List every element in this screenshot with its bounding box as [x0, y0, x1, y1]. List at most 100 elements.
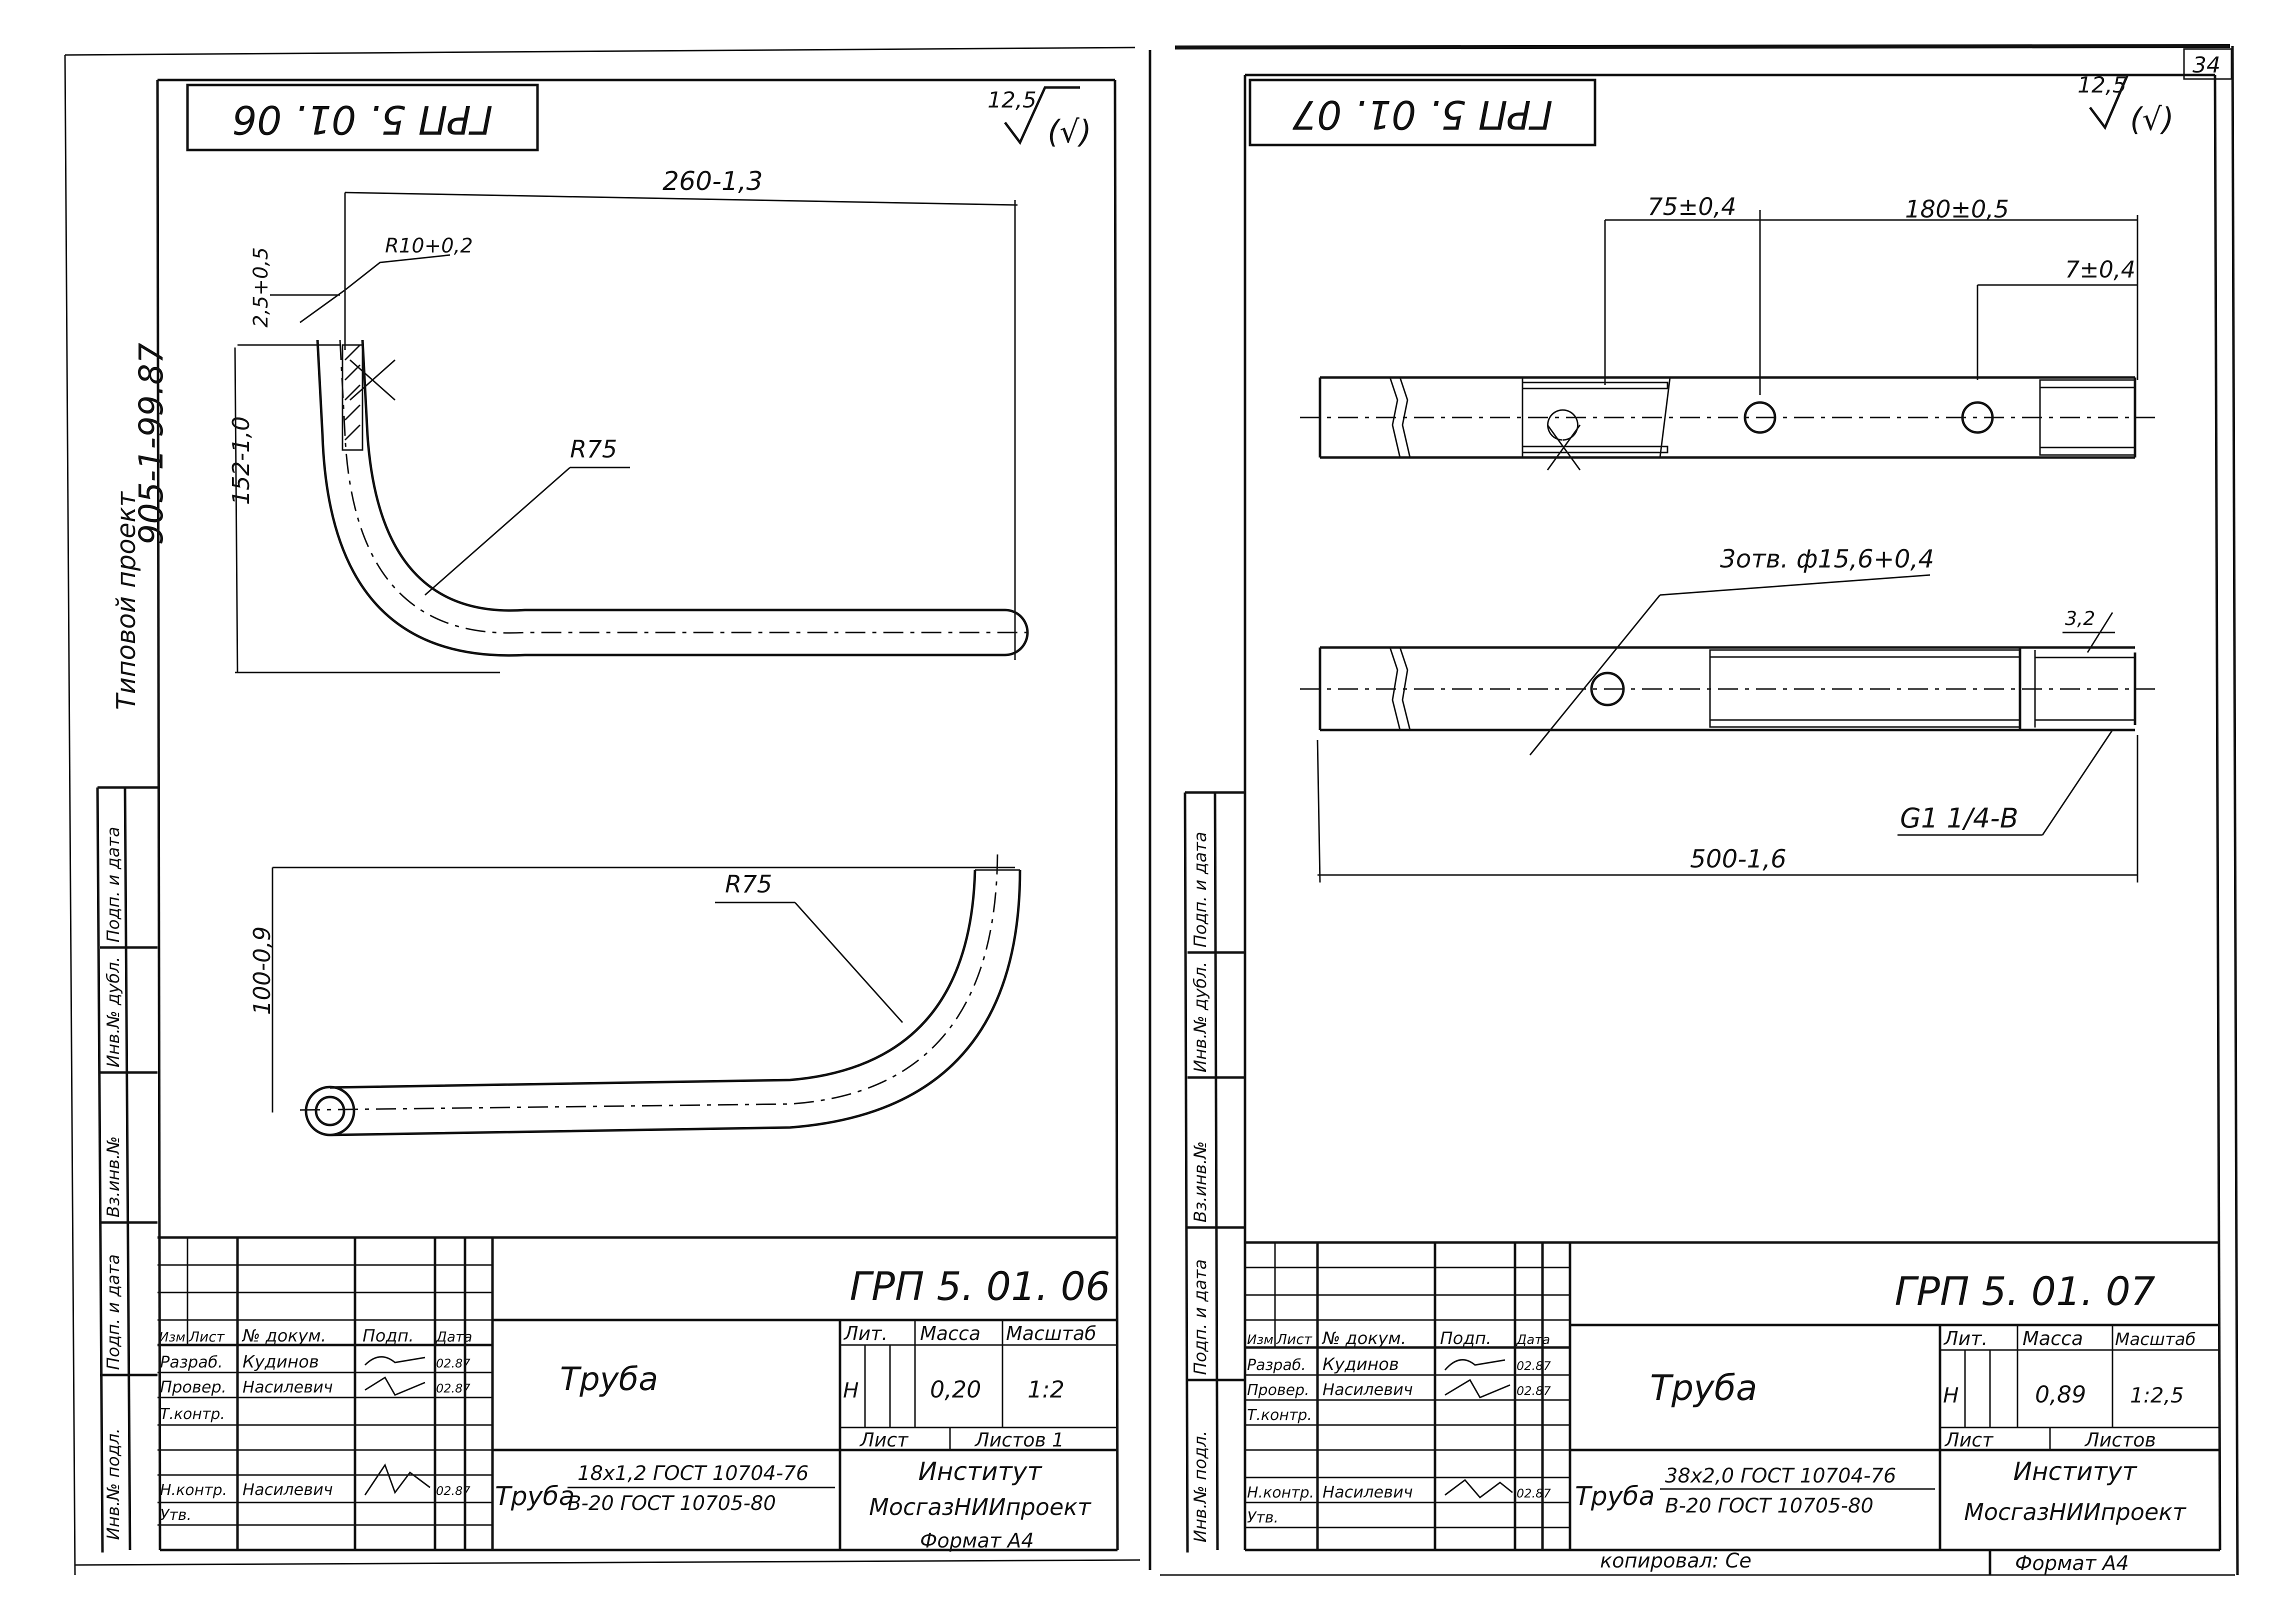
- tb-left-role-5: Утв.: [160, 1506, 192, 1524]
- tb-right-sheet-label: Лист: [1944, 1429, 1994, 1451]
- bent-tube-view-2: 100-0,9 R75: [248, 850, 1022, 1136]
- signature-left-3: [364, 1463, 430, 1496]
- signature-right-2: [1444, 1378, 1510, 1398]
- tb-right-col-izm: Изм: [1247, 1332, 1274, 1348]
- tb-left-org-2: МосгазНИИпроект: [869, 1494, 1092, 1520]
- tb-right-role-5: Утв.: [1247, 1509, 1278, 1526]
- dim-bend-radius-75-b: R75: [725, 870, 772, 898]
- signature-left-1: [364, 1356, 426, 1366]
- sidebar-right-col-2: Подп. и дата: [1190, 1259, 1210, 1375]
- tb-right-role-4: Н.контр.: [1247, 1484, 1314, 1502]
- tb-left-date-1: 02.87: [436, 1356, 470, 1370]
- tb-right-name-1: Кудинов: [1322, 1354, 1399, 1374]
- tb-left-material-prefix: Труба: [495, 1482, 574, 1512]
- dim-holes: 3отв. ф15,6+0,4: [1720, 544, 1934, 574]
- tb-left-sheets-label: Листов 1: [974, 1429, 1064, 1451]
- tb-right-name-2: Насилевич: [1322, 1380, 1413, 1399]
- tb-left-col-doc: № докум.: [242, 1326, 326, 1346]
- tb-right-col-sign: Подп.: [1440, 1328, 1492, 1348]
- tb-right-material-2: В-20 ГОСТ 10705-80: [1665, 1494, 1874, 1518]
- sidebar-left-col-4: Инв.№ дубл.: [104, 956, 124, 1068]
- roughness-symbol-left: 12,5 (√): [988, 86, 1092, 150]
- signature-left-2: [364, 1376, 426, 1396]
- dim-hole-spacing-75: 75±0,4: [1648, 193, 1736, 221]
- straight-tube-view-2: 3отв. ф15,6+0,4 3,2 G1 1/4-В 500-1,6: [1300, 544, 2155, 883]
- dim-bend-radius-75-a: R75: [570, 436, 617, 464]
- tb-right-org-1: Институт: [2013, 1457, 2138, 1486]
- right-sidebar: Инв.№ подл. Подп. и дата Вз.инв.№ Инв.№ …: [1184, 791, 1245, 1553]
- tb-left-scale-header: Масштаб: [1006, 1322, 1096, 1344]
- tb-right-date-2: 02.87: [1516, 1384, 1551, 1398]
- tb-right-lit-header: Лит.: [1943, 1328, 1988, 1350]
- tb-left-role-4: Н.контр.: [160, 1482, 227, 1499]
- tb-right-role-3: Т.контр.: [1247, 1406, 1312, 1424]
- project-label: Типовой проект: [112, 491, 142, 710]
- tb-left-lit-value: Н: [843, 1378, 859, 1402]
- tb-left-col-date: Дата: [435, 1328, 472, 1345]
- tb-right-date-1: 02.87: [1516, 1359, 1551, 1373]
- left-sidebar: Инв.№ подл. Подп. и дата Вз.инв.№ Инв.№ …: [96, 342, 170, 1553]
- dim-length-500: 500-1,6: [1690, 844, 1786, 874]
- tb-right-sheets-label: Листов: [2084, 1429, 2156, 1451]
- dim-offset: 2,5+0,5: [250, 247, 272, 328]
- tb-left-format: Формат А4: [920, 1530, 1034, 1552]
- tb-right-role-1: Разраб.: [1247, 1356, 1306, 1374]
- tb-left-org-1: Институт: [918, 1457, 1042, 1486]
- tb-right-role-2: Провер.: [1247, 1382, 1310, 1399]
- title-block-left: Изм Лист № докум. Подп. Дата Разраб. Куд…: [158, 1236, 1118, 1552]
- tb-right-material-prefix: Труба: [1575, 1482, 1654, 1512]
- tb-right-material-1: 38х2,0 ГОСТ 10704-76: [1665, 1464, 1896, 1488]
- left-sheet: ГРП 5. 01. 06 12,5 (√) 260-1,3: [96, 78, 1119, 1553]
- tb-right-org-2: МосгазНИИпроект: [1964, 1498, 2186, 1526]
- tb-left-material-1: 18х1,2 ГОСТ 10704-76: [578, 1462, 808, 1485]
- svg-text:(√): (√): [2130, 101, 2174, 138]
- tb-left-lit-header: Лит.: [843, 1322, 888, 1344]
- tb-right-col-doc: № докум.: [1322, 1328, 1406, 1348]
- tb-right-lit-value: Н: [1943, 1383, 1959, 1408]
- dim-length-260: 260-1,3: [662, 166, 763, 196]
- tb-left-name: Труба: [560, 1361, 658, 1398]
- copied-by-label: копировал: Се: [1600, 1550, 1752, 1572]
- tb-right-col-list: Лист: [1276, 1331, 1312, 1348]
- tb-left-role-2: Провер.: [160, 1378, 226, 1396]
- sidebar-right-col-1: Инв.№ подл.: [1190, 1430, 1210, 1542]
- project-number: 905-1-99.87: [132, 342, 170, 545]
- tb-right-scale-value: 1:2,5: [2130, 1383, 2184, 1408]
- tb-right-scale-header: Масштаб: [2115, 1330, 2196, 1350]
- sidebar-left-col-3: Вз.инв.№: [104, 1136, 124, 1218]
- outer-frame: [64, 44, 2239, 1576]
- sidebar-left-col-1: Инв.№ подл.: [104, 1428, 124, 1540]
- dim-width-100: 100-0,9: [248, 926, 276, 1015]
- tb-left-role-3: Т.контр.: [160, 1406, 225, 1423]
- tb-left-designation: ГРП 5. 01. 06: [850, 1264, 1110, 1310]
- tb-left-mass-value: 0,20: [930, 1376, 981, 1403]
- tb-right-col-date: Дата: [1516, 1332, 1550, 1348]
- right-sheet: ГРП 5. 01. 07 12,5 (√) 75±0,4 180±0,5 7±…: [1184, 72, 2222, 1575]
- signature-right-3: [1444, 1478, 1513, 1499]
- dim-chamfer: 3,2: [2065, 608, 2095, 630]
- svg-text:(√): (√): [1048, 114, 1092, 150]
- dim-end-offset: 7±0,4: [2065, 256, 2136, 283]
- tb-right-format: Формат А4: [2015, 1552, 2129, 1575]
- dim-bend-radius-small: R10+0,2: [385, 234, 473, 258]
- tb-left-col-list: Лист: [188, 1328, 225, 1345]
- sidebar-right-col-4: Инв.№ дубл.: [1190, 962, 1210, 1072]
- tb-left-name-2: Насилевич: [242, 1378, 333, 1396]
- tb-left-col-sign: Подп.: [362, 1326, 414, 1346]
- corner-stamp-right: ГРП 5. 01. 07: [1292, 92, 1552, 136]
- tb-left-date-2: 02.87: [436, 1382, 470, 1396]
- tb-left-date-4: 02.87: [436, 1484, 470, 1498]
- tb-left-material-2: В-20 ГОСТ 10705-80: [568, 1492, 776, 1515]
- tb-right-mass-value: 0,89: [2035, 1381, 2086, 1408]
- tb-left-sheet-label: Лист: [859, 1429, 909, 1451]
- straight-tube-view-1: 75±0,4 180±0,5 7±0,4: [1300, 193, 2155, 470]
- dim-height-152: 152-1,0: [228, 416, 254, 505]
- tb-left-mass-header: Масса: [920, 1322, 980, 1344]
- signature-right-1: [1444, 1359, 1506, 1370]
- svg-text:12,5: 12,5: [988, 88, 1036, 113]
- sidebar-left-col-5: Подп. и дата: [104, 826, 124, 942]
- tb-right-name-4: Насилевич: [1322, 1482, 1413, 1502]
- tb-left-name-4: Насилевич: [242, 1480, 333, 1499]
- tb-right-mass-header: Масса: [2022, 1328, 2083, 1350]
